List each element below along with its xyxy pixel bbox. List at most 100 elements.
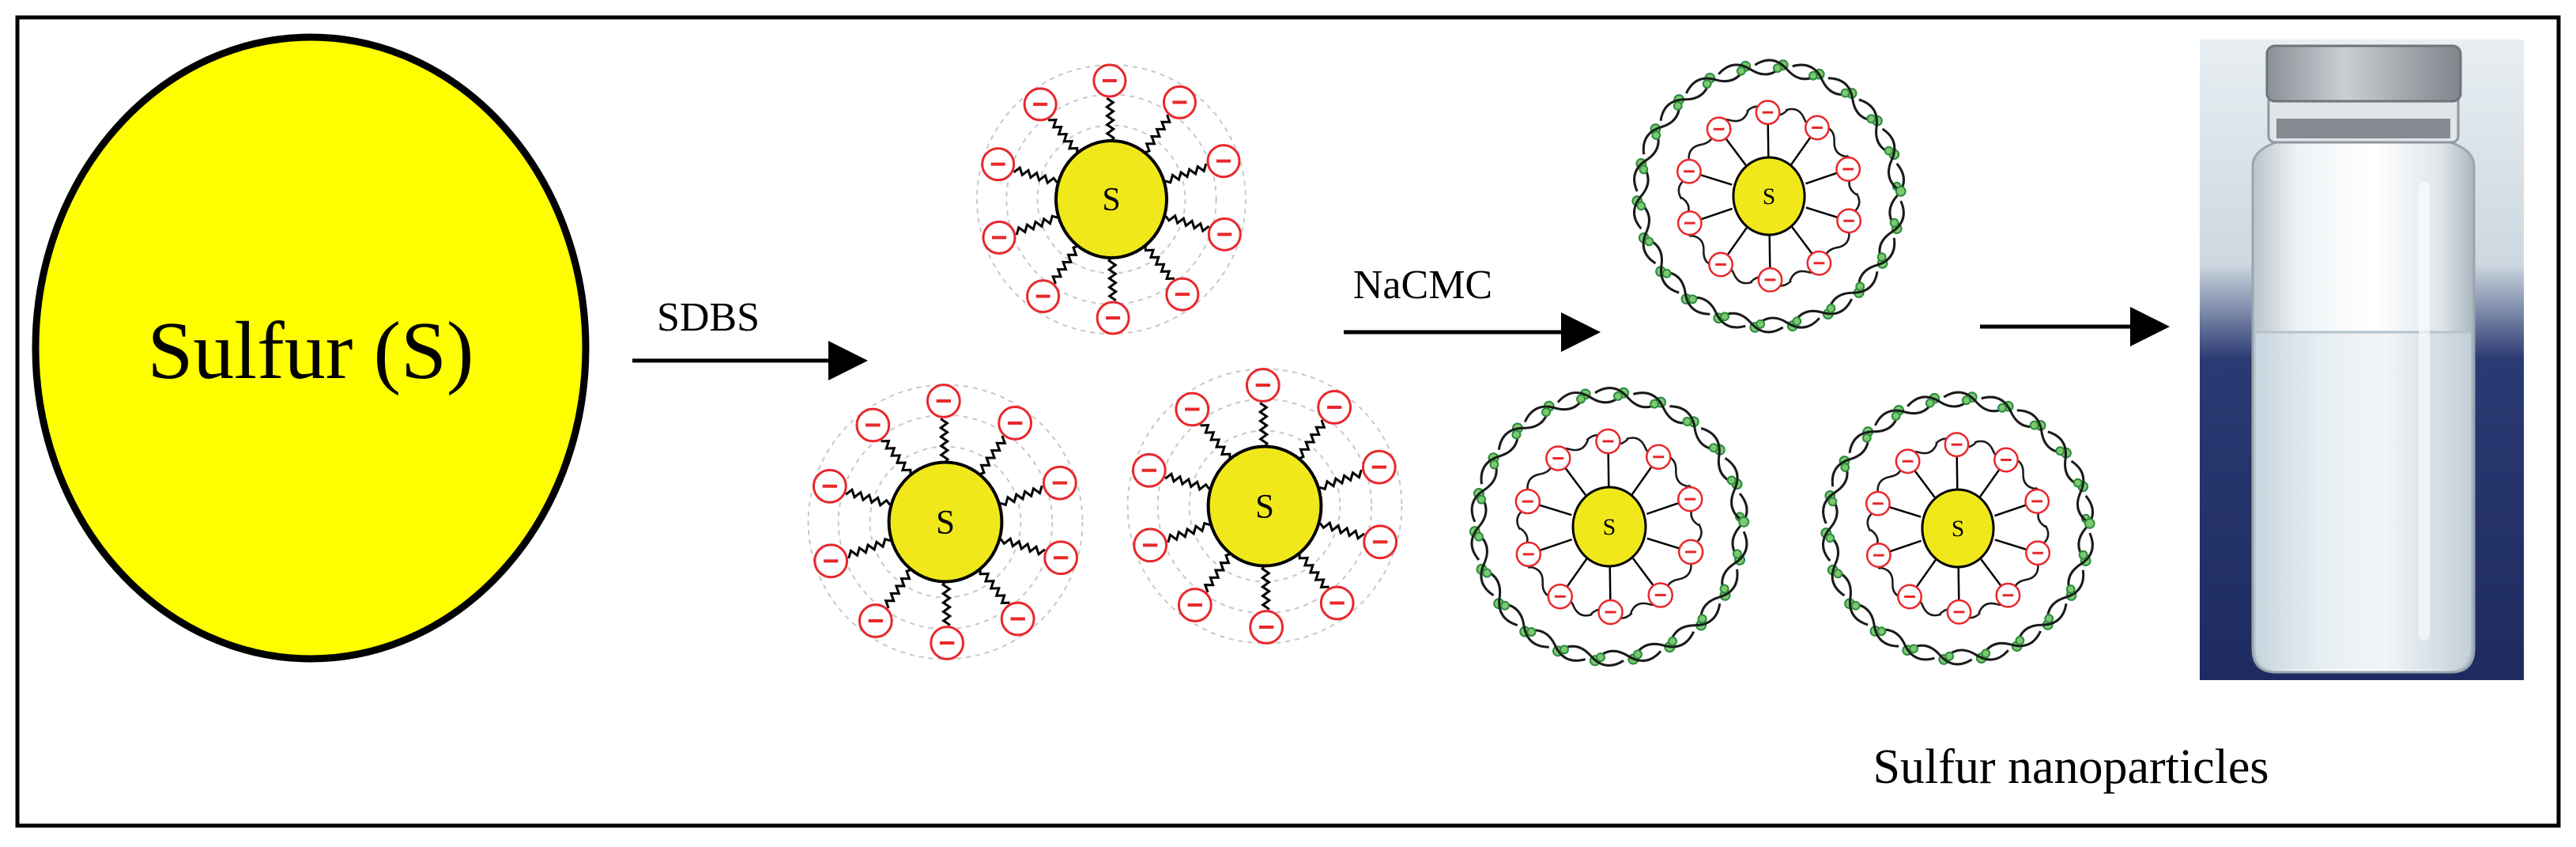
surfactant-tail xyxy=(1203,552,1232,593)
polymer-chain xyxy=(1556,391,1625,404)
polymer-bead xyxy=(1736,66,1746,76)
polymer-bead xyxy=(1961,395,1971,406)
polymer-chain xyxy=(1731,493,1748,561)
polymer-bead xyxy=(1613,391,1624,401)
polymer-bead xyxy=(1925,398,1935,408)
surfactant-tail xyxy=(1956,456,1959,490)
surfactant-tail xyxy=(1107,255,1118,302)
polymer-bead xyxy=(1808,70,1818,81)
surfactant-tail xyxy=(1000,485,1043,507)
polymer-bead xyxy=(1719,584,1729,594)
polymer-chain xyxy=(1718,312,1784,334)
polymer-chain xyxy=(1557,645,1624,667)
surfactant-tail xyxy=(938,418,950,465)
polymer-chain xyxy=(1849,602,1899,648)
polymer-chain xyxy=(1668,603,1722,648)
polymer-chain xyxy=(1857,237,1896,293)
polymer-chain xyxy=(1878,200,1905,264)
surfactant-tail xyxy=(1889,506,1922,518)
polymer-chain xyxy=(1685,296,1746,329)
polymer-chain xyxy=(1700,427,1737,486)
surfactant-tail xyxy=(1319,469,1363,491)
polymer-chain xyxy=(2046,569,2085,626)
polymer-chain xyxy=(1718,63,1784,76)
polymer-bead xyxy=(1477,494,1487,505)
polymer-bead xyxy=(1500,600,1511,611)
polymer-bead xyxy=(1891,411,1901,421)
surfactant-tail xyxy=(1916,559,1937,588)
surfactant-tail xyxy=(1701,207,1733,221)
polymer-chain xyxy=(1874,398,1936,426)
surfactant-tail xyxy=(1539,504,1572,516)
polymer-chain xyxy=(1832,569,1869,626)
surfactant-tail xyxy=(978,435,1007,476)
sulfur-core-label: S xyxy=(936,504,955,541)
nacmc-particle: S xyxy=(1631,59,1907,334)
surfactant-tail xyxy=(1540,538,1573,551)
surfactant-tail xyxy=(1051,244,1080,285)
polymer-chain xyxy=(1943,391,2009,413)
surfactant-tail xyxy=(1646,502,1679,516)
polymer-chain xyxy=(1470,493,1488,561)
polymer-bead xyxy=(1855,282,1865,292)
vial-neck-shadow xyxy=(2276,119,2450,138)
polymer-bead xyxy=(1827,497,1838,507)
polymer-bead xyxy=(1866,114,1876,124)
polymer-bead xyxy=(1489,459,1499,470)
sdbs-particle: S xyxy=(976,63,1247,335)
polymer-bead xyxy=(1526,626,1537,637)
polymer-chain xyxy=(1825,531,1846,597)
surfactant-tail xyxy=(1725,138,1747,166)
polymer-chain xyxy=(1524,629,1586,662)
polymer-bead xyxy=(1668,636,1678,646)
surfactant-tail xyxy=(1791,226,1813,254)
surfactant-tail xyxy=(1646,537,1680,550)
polymer-chain xyxy=(1659,78,1711,122)
surfactant-tail xyxy=(1167,521,1210,543)
sdbs-particle: S xyxy=(807,384,1084,660)
vial-cap xyxy=(2265,44,2462,103)
surfactant-tail xyxy=(1164,163,1208,184)
polymer-chain xyxy=(1523,393,1587,423)
surfactant-tail xyxy=(1767,124,1770,158)
sdbs-coated-particles: S S S xyxy=(807,63,1403,660)
polymer-chain xyxy=(1632,391,1695,425)
polymer-bead xyxy=(1639,164,1649,175)
polymer-bead xyxy=(1876,252,1887,262)
polymer-bead xyxy=(1644,236,1654,247)
polymer-chain xyxy=(2077,494,2095,562)
polymer-bead xyxy=(1650,399,1660,409)
polymer-chain xyxy=(1660,270,1710,316)
surfactant-tail xyxy=(1164,214,1210,233)
polymer-chain xyxy=(2047,430,2084,488)
polymer-chain xyxy=(1631,630,1695,660)
nacmc-particle: S xyxy=(1469,387,1750,667)
polymer-bead xyxy=(1688,294,1698,304)
polymer-bead xyxy=(1636,201,1646,211)
surfactant-tail xyxy=(1805,206,1838,218)
polymer-bead xyxy=(1850,600,1861,611)
polymer-chain xyxy=(1499,602,1549,648)
sulfur-core-label: S xyxy=(1255,488,1274,525)
polymer-chain xyxy=(1754,316,1820,329)
sulfur-core xyxy=(1206,444,1323,568)
polymer-bead xyxy=(1651,130,1661,140)
polymer-chain xyxy=(1907,395,1973,408)
polymer-bead xyxy=(1909,644,1918,654)
polymer-chain xyxy=(2016,603,2068,647)
polymer-chain xyxy=(1643,236,1680,294)
surfactant-tail xyxy=(1631,558,1654,586)
polymer-bead xyxy=(1861,433,1872,443)
polymer-chain xyxy=(1848,410,1900,454)
polymer-bead xyxy=(2072,478,2083,488)
polymer-chain xyxy=(1907,644,1973,666)
polymer-bead xyxy=(1541,407,1551,418)
surfactant-tail xyxy=(941,579,952,626)
surfactant-tail xyxy=(1727,227,1748,255)
polymer-bead xyxy=(1673,100,1683,111)
surfactant-tail xyxy=(1298,552,1329,588)
polymer-chain xyxy=(1633,128,1660,192)
sulfur-core xyxy=(1054,139,1168,259)
halo-ring xyxy=(869,445,1022,599)
polymer-chain xyxy=(1480,428,1519,485)
